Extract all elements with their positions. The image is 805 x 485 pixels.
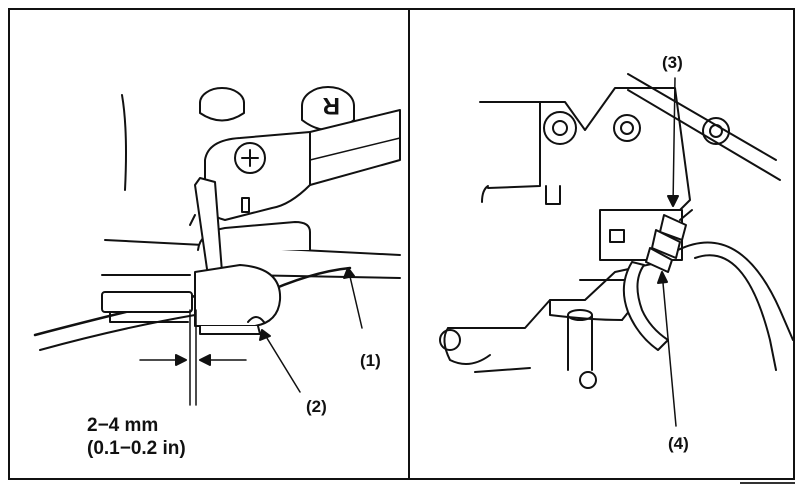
bolt-2 [613,114,641,142]
throttle-cable [677,241,793,341]
leader-3 [672,77,676,207]
corner-tick [740,482,795,484]
cable-end-block [101,291,193,313]
gap-spec-imperial: (0.1−0.2 in) [87,438,186,459]
bracket-leader-2 [261,329,301,393]
right-panel-cable-adjuster: (3) (4) [410,10,793,478]
cable-leader-1 [347,267,363,329]
panel-divider [408,10,410,478]
lever-slot [241,197,250,213]
callout-3: (3) [662,53,683,72]
left-illustration: R [33,86,401,406]
gap-spec-metric: 2−4 mm [87,415,159,436]
left-panel-throttle-gap: R (1) (2) 2−4 mm (0.1−0.2 in) [10,10,408,478]
right-illustration [439,73,793,427]
engine-edge-line [121,94,127,191]
throttle-stop-bracket [194,264,282,327]
bolt-1 [543,111,577,145]
shaft [567,314,593,371]
callout-1: (1) [360,351,381,370]
lever-tab [194,177,223,277]
adjuster-barrel [651,229,681,259]
callout-4: (4) [668,434,689,453]
cable-housing [622,261,669,351]
throttle-cable-lower [39,314,196,351]
adjuster-lock-nut [659,214,687,241]
callout-2: (2) [306,397,327,416]
knob-letter-r: R [323,92,340,119]
figure-frame: R (1) (2) 2−4 mm (0.1−0.2 in) [8,8,795,480]
lever-arm [204,109,401,221]
leader-4 [661,271,677,427]
frame-line [627,73,777,161]
